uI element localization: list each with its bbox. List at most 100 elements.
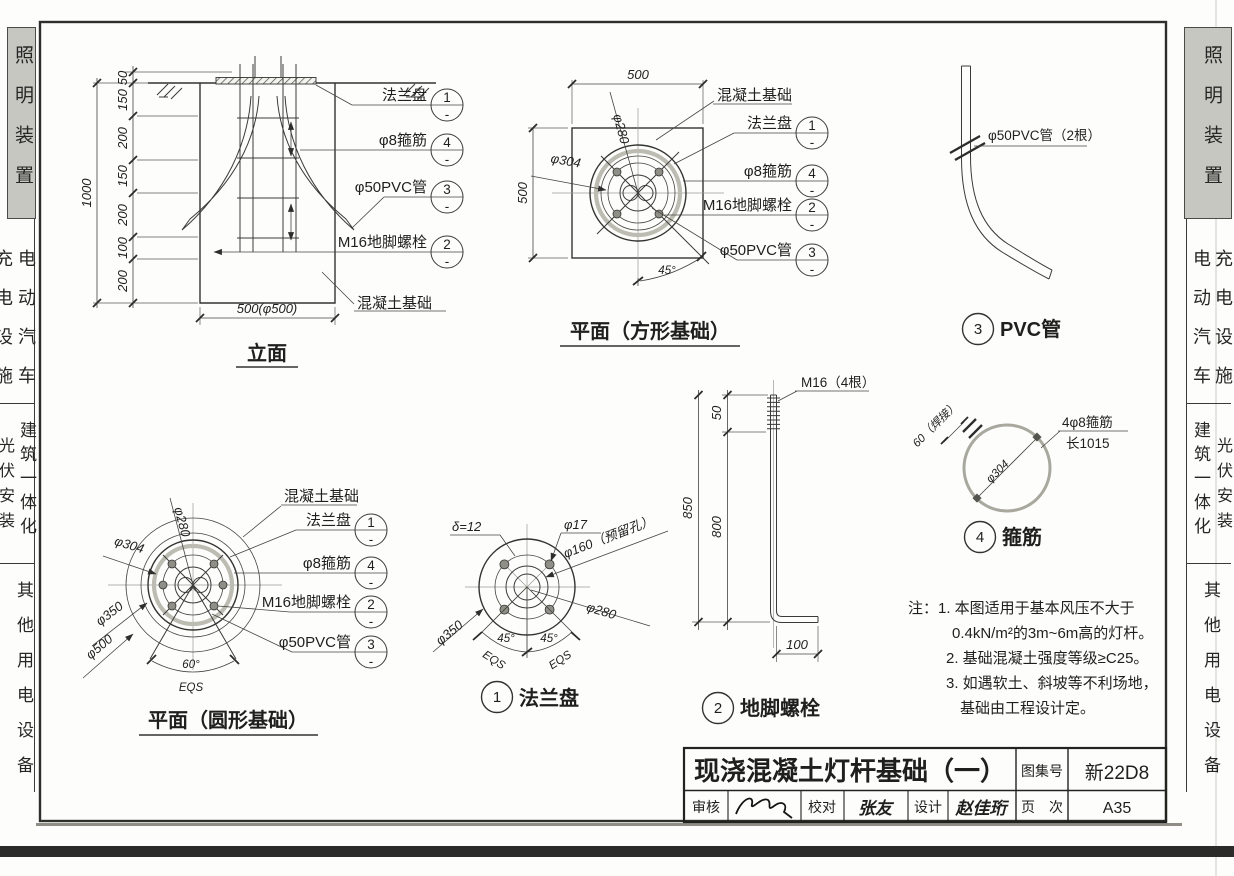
sq-d304: φ304: [550, 151, 582, 171]
bolt-title: 地脚螺栓: [740, 696, 820, 720]
sq-bubble-flange-ref: -: [810, 135, 815, 150]
elev-dim-150b: 150: [115, 164, 130, 186]
sidebar-tab-bipv-right-col2: 光伏安装: [1214, 437, 1231, 537]
proof-label: 校对: [808, 799, 836, 815]
plan-round-dimensions: φ280 φ304 φ350 φ500 60° EQS: [83, 497, 240, 694]
rd-callout-pvc: φ50PVC管: [279, 634, 351, 651]
sheet-title: 现浇混凝土灯杆基础（一）: [694, 756, 1006, 786]
bubble-pvc-no: 3: [443, 182, 451, 197]
elevation-dimension-chain: 50 150 200 150 200 100 200 1000 500(φ500…: [79, 66, 340, 325]
review-signature: [735, 797, 793, 819]
elevation-callouts: 法兰盘 1 - φ8箍筋 4 - φ50PVC管 3 - M16地脚螺栓 2 -…: [213, 84, 464, 312]
pvc-pipe-label: φ50PVC管（2根）: [988, 128, 1101, 143]
atlas-no-label: 图集号: [1021, 763, 1063, 779]
callout-bolt-label: M16地脚螺栓: [338, 234, 427, 251]
elev-width-dim: 500(φ500): [237, 301, 298, 316]
rd-bubble-bolt-no: 2: [367, 597, 375, 612]
sidebar-tab-ev-charging-left-col1: 电动汽车: [16, 249, 36, 405]
sidebar-tab-lighting-right-label: 照明装置: [1201, 45, 1222, 205]
flange-title-no: 1: [493, 689, 501, 706]
note-line-5: 基础由工程设计定。: [960, 700, 1095, 717]
anchor-bolt-detail: M16（4根） 50 800 850 100 2 地脚螺栓: [680, 375, 875, 725]
note-line-2: 0.4kN/m²的3m~6m高的灯杆。: [952, 625, 1153, 642]
bubble-pvc-ref: -: [445, 199, 450, 214]
bubble-bolt: [430, 235, 464, 269]
sq-bubble-pvc-no: 3: [808, 245, 816, 260]
flange-plate-hatched: [215, 77, 317, 85]
stirrup-title-no: 4: [976, 529, 984, 546]
rd-d350: φ350: [93, 598, 127, 629]
flange-detail: δ=12 φ17 φ160（预留孔） φ280 φ350 45° 45° EQS…: [433, 513, 669, 714]
rd-callout-stirrup: φ8箍筋: [303, 555, 351, 572]
elevation-view: 50 150 200 150 200 100 200 1000 500(φ500…: [79, 56, 464, 368]
callout-flange-label: 法兰盘: [382, 86, 427, 104]
elev-dim-150a: 150: [115, 88, 130, 110]
bottom-bar: [0, 846, 1234, 857]
sq-bubble-bolt-no: 2: [808, 200, 816, 215]
fl-angle1: 45°: [497, 633, 515, 645]
pvc-pipe-detail: φ50PVC管（2根） 3 PVC管: [949, 65, 1101, 346]
plan-square-callouts: 混凝土基础 法兰盘 1 - φ8箍筋 4 - M16地脚螺栓 2 - φ50PV…: [651, 87, 829, 277]
rd-bubble-bolt-ref: -: [369, 614, 374, 629]
rd-bubble-stirrup-ref: -: [369, 575, 374, 590]
rd-eqs: EQS: [179, 682, 204, 694]
callout-stirrup-label: φ8箍筋: [379, 132, 427, 149]
sidebar-tab-ev-charging-right-col1: 电动汽车: [1191, 249, 1211, 405]
st-d304: φ304: [984, 458, 1011, 485]
bolt-d100: 100: [786, 637, 808, 652]
st-weld: 60（焊接）: [910, 399, 961, 450]
pvc-title-bubble: [961, 312, 995, 346]
rd-bubble-stirrup-no: 4: [367, 558, 375, 573]
bubble-pvc: [430, 180, 464, 214]
fl-thickness: δ=12: [452, 519, 482, 534]
bubble-bolt-ref: -: [445, 254, 450, 269]
elev-dim-200c: 200: [115, 269, 130, 292]
rd-angle: 60°: [182, 659, 200, 671]
sidebar-rules: [0, 218, 1231, 792]
rd-callout-flange: 法兰盘: [306, 511, 351, 529]
callout-concrete-label: 混凝土基础: [357, 295, 432, 312]
fl-d350: φ350: [433, 617, 466, 648]
notes: 注：1. 本图适用于基本风压不大于 0.4kN/m²的3m~6m高的灯杆。 2.…: [908, 600, 1158, 717]
sidebar-tab-bipv-left-col1: 建筑一体化: [17, 421, 36, 541]
note-line-1: 注：1. 本图适用于基本风压不大于: [908, 600, 1135, 617]
flange-title-bubble: [480, 680, 514, 714]
flange-dimensions: δ=12 φ17 φ160（预留孔） φ280 φ350 45° 45° EQS…: [433, 513, 669, 672]
atlas-no-value: 新22D8: [1085, 762, 1149, 784]
elevation-foundation: [181, 56, 355, 304]
bubble-flange-ref: -: [445, 107, 450, 122]
proof-signature: 张友: [858, 799, 895, 818]
rd-d500: φ500: [83, 631, 116, 662]
elev-dim-200b: 200: [115, 203, 130, 226]
sq-callout-flange: 法兰盘: [747, 114, 792, 132]
sq-angle: 45°: [658, 265, 676, 277]
page-no-value: A35: [1103, 800, 1132, 817]
bolt-title-bubble: [701, 691, 735, 725]
bubble-flange: [430, 88, 464, 122]
fl-d17: φ17: [564, 517, 588, 532]
sidebar-tab-ev-charging-left-col2: 充电设施: [0, 249, 13, 405]
rd-callout-bolt: M16地脚螺栓: [262, 594, 351, 611]
stirrup-detail: φ304 60（焊接） 4φ8箍筋 长1015 4 箍筋: [910, 399, 1128, 554]
rd-callout-concrete: 混凝土基础: [284, 488, 359, 505]
plan-square-title: 平面（方形基础）: [570, 319, 730, 343]
pvc-title: PVC管: [1000, 317, 1061, 341]
rd-d304: φ304: [113, 533, 146, 556]
bubble-stirrup-ref: -: [445, 152, 450, 167]
plan-round-geometry: [108, 503, 282, 670]
plan-round-title: 平面（圆形基础）: [148, 709, 308, 732]
sidebar-tab-bipv-left-col2: 光伏安装: [0, 437, 13, 537]
sq-callout-pvc: φ50PVC管: [720, 242, 792, 259]
bolt-d800: 800: [709, 515, 724, 537]
sq-callout-concrete: 混凝土基础: [717, 87, 792, 104]
sq-d280: φ280: [610, 112, 632, 146]
plan-square-geometry: [552, 108, 724, 278]
sq-bubble-stirrup-no: 4: [808, 166, 816, 181]
bubble-flange-no: 1: [443, 90, 451, 105]
design-signature: 赵佳珩: [955, 799, 1010, 818]
elevation-title: 立面: [247, 341, 287, 365]
sidebar-tab-other-left-label: 其他用电设备: [14, 581, 33, 791]
sidebar-tab-lighting-left: [7, 27, 36, 219]
note-line-3: 2. 基础混凝土强度等级≥C25。: [946, 649, 1148, 667]
